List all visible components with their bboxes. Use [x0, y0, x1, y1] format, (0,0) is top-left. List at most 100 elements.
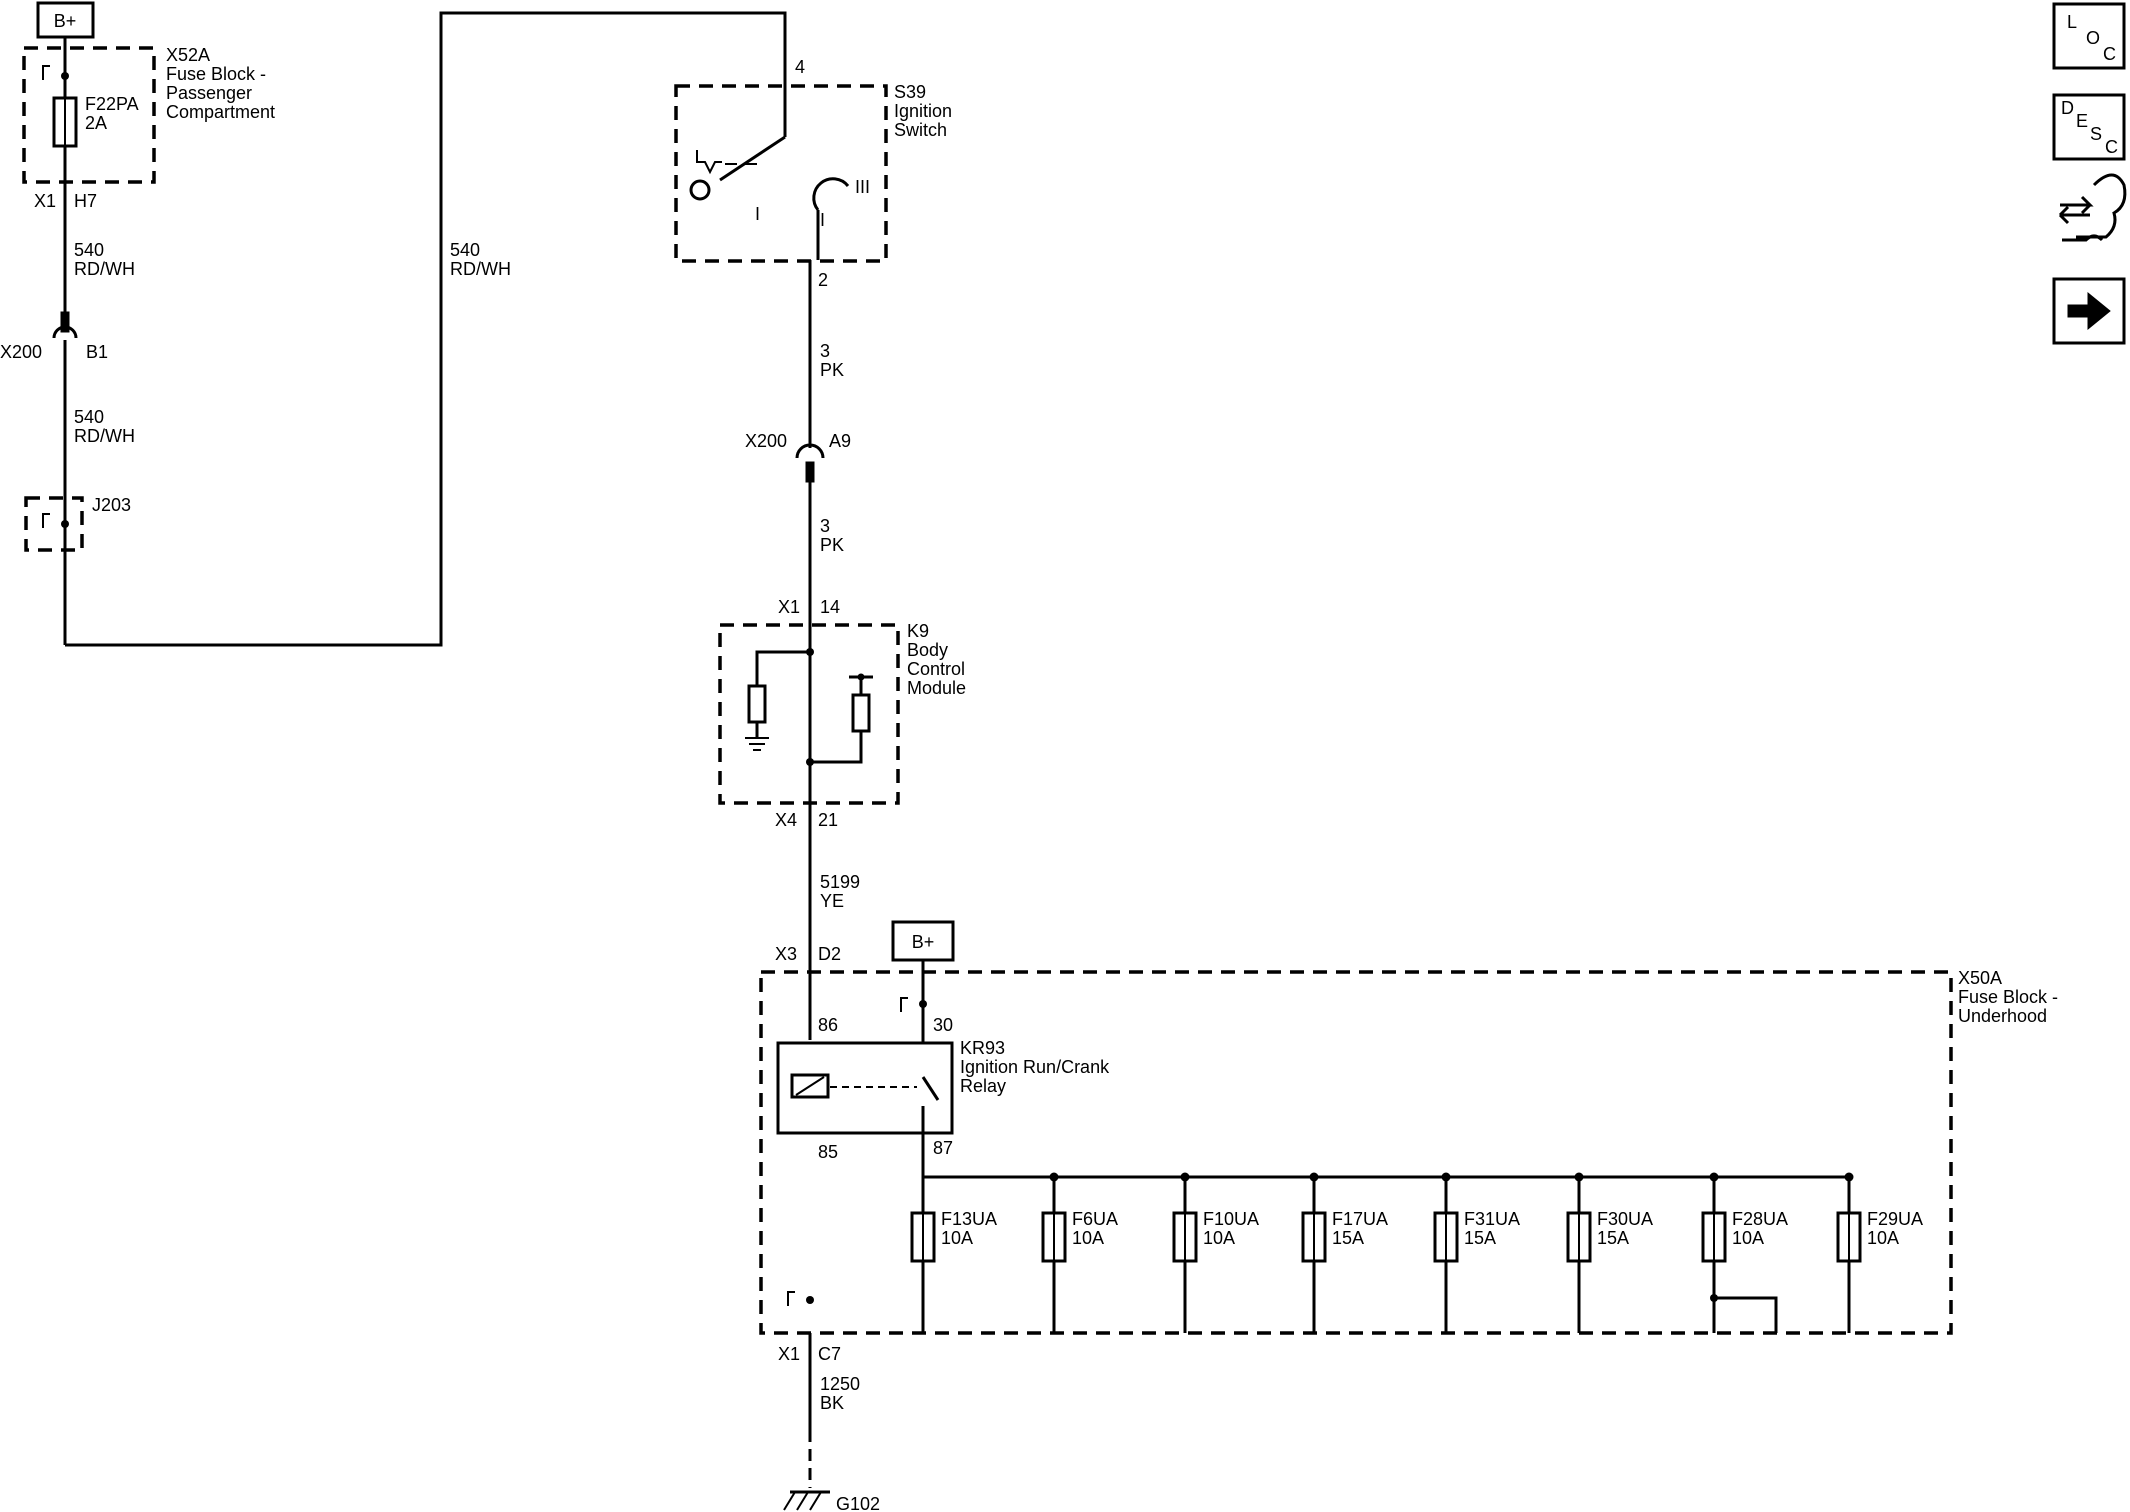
- svg-text:E: E: [2076, 111, 2088, 131]
- x1-conn-label: X1: [34, 191, 56, 211]
- next-arrow-button[interactable]: [2052, 277, 2126, 345]
- svg-text:5199: 5199: [820, 872, 860, 892]
- bplus-terminal-right: B+: [891, 920, 955, 962]
- fuse-rating-label: 15A: [1597, 1228, 1629, 1248]
- fuse-block-underhood-labels: X50A Fuse Block - Underhood: [1958, 968, 2058, 1026]
- svg-text:540: 540: [74, 240, 104, 260]
- fuse-id-label: F13UA: [941, 1209, 997, 1229]
- svg-text:Switch: Switch: [894, 120, 947, 140]
- next-arrow-icon: [2067, 291, 2111, 331]
- svg-text:C7: C7: [818, 1344, 841, 1364]
- svg-text:BK: BK: [820, 1393, 844, 1413]
- svg-text:RD/WH: RD/WH: [74, 426, 135, 446]
- fuse-id-label: F10UA: [1203, 1209, 1259, 1229]
- fuse-id-label: F29UA: [1867, 1209, 1923, 1229]
- fuse-rating-label: 15A: [1332, 1228, 1364, 1248]
- fuse-id-label: F6UA: [1072, 1209, 1118, 1229]
- bplus-label: B+: [54, 11, 77, 31]
- fuse-id-label: F30UA: [1597, 1209, 1653, 1229]
- svg-text:85: 85: [818, 1142, 838, 1162]
- fuse-rating-label: 10A: [1072, 1228, 1104, 1248]
- svg-text:Relay: Relay: [960, 1076, 1006, 1096]
- svg-text:C: C: [2103, 44, 2116, 64]
- svg-text:RD/WH: RD/WH: [450, 259, 511, 279]
- fuse-id-label: F17UA: [1332, 1209, 1388, 1229]
- svg-text:D2: D2: [818, 944, 841, 964]
- fuse-bus: F13UA10AF6UA10AF10UA10AF17UA15AF31UA15AF…: [910, 1172, 1923, 1333]
- s39-pin-2: 2: [818, 270, 828, 290]
- ground-symbol-bcm: [745, 737, 769, 751]
- svg-text:X1: X1: [778, 1344, 800, 1364]
- svg-text:30: 30: [933, 1015, 953, 1035]
- svg-text:PK: PK: [820, 360, 844, 380]
- fuse-rating-label: 10A: [1732, 1228, 1764, 1248]
- ground-g102-label: G102: [836, 1494, 880, 1512]
- svg-text:540: 540: [74, 407, 104, 427]
- svg-text:A9: A9: [829, 431, 851, 451]
- svg-text:B1: B1: [86, 342, 108, 362]
- svg-text:O: O: [2086, 28, 2100, 48]
- svg-text:Body: Body: [907, 640, 948, 660]
- svg-text:III: III: [855, 177, 870, 197]
- svg-text:C: C: [2105, 137, 2118, 157]
- bcm-pulldown-resistor: [747, 684, 767, 724]
- splice-j203-label: J203: [92, 495, 131, 515]
- fuse-block-passenger-box: [22, 46, 156, 184]
- fuse-block-underhood-box: [759, 970, 1953, 1335]
- fuse-rating-label: 10A: [1203, 1228, 1235, 1248]
- svg-text:3: 3: [820, 341, 830, 361]
- svg-text:X1: X1: [778, 597, 800, 617]
- svg-text:Control: Control: [907, 659, 965, 679]
- svg-text:21: 21: [818, 810, 838, 830]
- svg-text:540: 540: [450, 240, 480, 260]
- h7-pin-label: H7: [74, 191, 97, 211]
- svg-text:Ignition: Ignition: [894, 101, 952, 121]
- fuse-rating-label: 10A: [1867, 1228, 1899, 1248]
- inline-connector-x200-b1: [52, 311, 78, 339]
- svg-text:KR93: KR93: [960, 1038, 1005, 1058]
- svg-text:Underhood: Underhood: [1958, 1006, 2047, 1026]
- svg-text:Fuse Block -: Fuse Block -: [166, 64, 266, 84]
- svg-text:X200: X200: [0, 342, 42, 362]
- fuse-rating-label: 15A: [1464, 1228, 1496, 1248]
- svg-text:K9: K9: [907, 621, 929, 641]
- ground-g102-symbol: [783, 1490, 830, 1511]
- relay-kr93-labels: KR93 Ignition Run/Crank Relay: [960, 1038, 1110, 1096]
- fuse-id-label: F28UA: [1732, 1209, 1788, 1229]
- svg-text:X200: X200: [745, 431, 787, 451]
- svg-text:S39: S39: [894, 82, 926, 102]
- ignition-switch-box: [674, 84, 888, 263]
- loc-icon: L: [2067, 12, 2077, 32]
- loc-button[interactable]: L O C: [2052, 2, 2126, 70]
- fuse-id-label: F31UA: [1464, 1209, 1520, 1229]
- svg-text:I: I: [755, 204, 760, 224]
- desc-button[interactable]: D E S C: [2052, 93, 2126, 161]
- connector-repair-icon[interactable]: [2058, 173, 2127, 242]
- svg-text:X50A: X50A: [1958, 968, 2002, 988]
- svg-text:X3: X3: [775, 944, 797, 964]
- svg-text:Module: Module: [907, 678, 966, 698]
- svg-text:PK: PK: [820, 535, 844, 555]
- fuse-f22pa-id: F22PA: [85, 94, 139, 114]
- ignition-switch-labels: S39 Ignition Switch: [894, 82, 952, 140]
- svg-text:YE: YE: [820, 891, 844, 911]
- svg-text:Fuse Block -: Fuse Block -: [1958, 987, 2058, 1007]
- svg-text:Passenger: Passenger: [166, 83, 252, 103]
- svg-text:Ignition Run/Crank: Ignition Run/Crank: [960, 1057, 1110, 1077]
- svg-text:S: S: [2090, 124, 2102, 144]
- s39-pin-4: 4: [795, 57, 805, 77]
- svg-text:3: 3: [820, 516, 830, 536]
- bcm-labels: K9 Body Control Module: [907, 621, 966, 698]
- svg-text:B+: B+: [912, 932, 935, 952]
- fuse-f22pa-rating: 2A: [85, 113, 107, 133]
- key-lock-icon: [689, 179, 711, 201]
- svg-text:X4: X4: [775, 810, 797, 830]
- svg-text:RD/WH: RD/WH: [74, 259, 135, 279]
